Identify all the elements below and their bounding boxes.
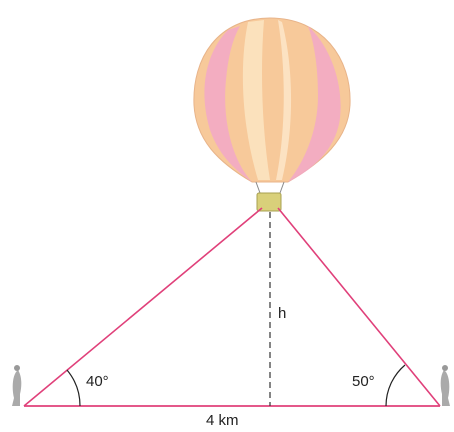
left-angle-arc (66, 369, 81, 407)
left-angle-label: 40° (86, 373, 109, 390)
right-angle-arc (385, 364, 406, 407)
balloon-stripe-left (204, 26, 252, 182)
base-distance-label: 4 km (206, 412, 239, 429)
left-sight-line (23, 207, 263, 407)
balloon-basket (256, 192, 282, 212)
right-observer-icon (440, 365, 450, 406)
left-observer-icon (12, 365, 22, 406)
balloon-highlight (242, 20, 270, 180)
balloon-highlight-2 (276, 20, 292, 180)
balloon-stripe-right (288, 26, 341, 182)
right-angle-label: 50° (352, 373, 375, 390)
right-sight-line (277, 207, 441, 407)
height-label: h (278, 305, 286, 322)
hot-air-balloon-icon (193, 17, 351, 212)
